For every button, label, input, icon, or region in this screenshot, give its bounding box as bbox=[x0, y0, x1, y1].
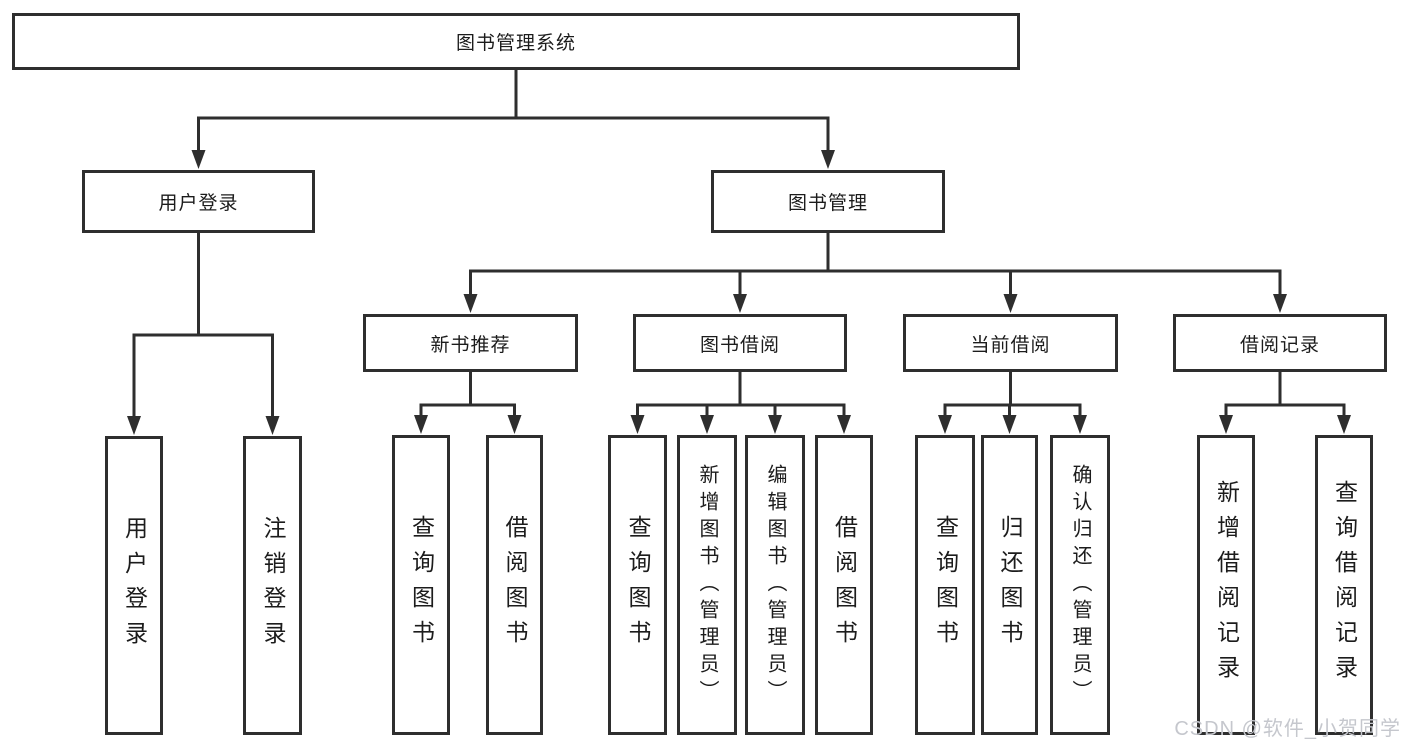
node-label-current-borrow: 当前借阅 bbox=[970, 334, 1051, 356]
node-borrow-book-borrow: 借阅图书 bbox=[815, 435, 873, 735]
node-new-book-rec: 新书推荐 bbox=[363, 314, 578, 372]
node-add-book-admin: 新增图书（管理员） bbox=[677, 435, 737, 735]
node-book-mgmt: 图书管理 bbox=[711, 170, 945, 233]
node-label-add-book-admin: 新增图书（管理员） bbox=[696, 463, 718, 707]
node-label-query-borrow-record: 查询借阅记录 bbox=[1331, 480, 1358, 690]
arrowhead bbox=[1219, 415, 1233, 434]
node-login: 用户登录 bbox=[105, 436, 163, 735]
arrowhead bbox=[1337, 415, 1351, 434]
node-confirm-return-admin: 确认归还（管理员） bbox=[1050, 435, 1110, 735]
node-user-login: 用户登录 bbox=[82, 170, 315, 233]
node-label-borrow-book-borrow: 借阅图书 bbox=[831, 515, 858, 655]
node-logout: 注销登录 bbox=[243, 436, 302, 735]
arrowhead bbox=[191, 150, 206, 169]
arrowhead bbox=[768, 415, 782, 434]
arrowhead bbox=[265, 416, 280, 435]
arrowhead bbox=[733, 294, 747, 313]
node-label-return-book: 归还图书 bbox=[997, 515, 1023, 655]
arrowhead bbox=[1073, 415, 1087, 434]
node-query-book-rec: 查询图书 bbox=[392, 435, 450, 735]
arrowhead bbox=[127, 416, 141, 435]
node-query-book-borrow: 查询图书 bbox=[608, 435, 667, 735]
arrowhead bbox=[414, 415, 428, 434]
node-label-new-book-rec: 新书推荐 bbox=[430, 334, 511, 356]
node-label-root: 图书管理系统 bbox=[455, 33, 576, 54]
node-borrow-book-rec: 借阅图书 bbox=[486, 435, 543, 735]
node-label-logout: 注销登录 bbox=[260, 515, 286, 656]
arrowhead bbox=[700, 415, 714, 434]
node-label-book-mgmt: 图书管理 bbox=[787, 193, 868, 214]
arrowhead bbox=[821, 150, 835, 169]
node-label-login: 用户登录 bbox=[121, 515, 148, 656]
node-label-query-book-borrow: 查询图书 bbox=[625, 515, 651, 655]
arrowhead bbox=[1002, 415, 1017, 434]
node-add-borrow-record: 新增借阅记录 bbox=[1197, 435, 1255, 735]
arrowhead bbox=[938, 415, 952, 434]
node-label-borrow-records: 借阅记录 bbox=[1239, 334, 1320, 356]
node-label-borrow-book-rec: 借阅图书 bbox=[502, 515, 528, 655]
arrowhead bbox=[507, 415, 522, 434]
node-current-borrow: 当前借阅 bbox=[903, 314, 1118, 372]
node-label-query-book-rec: 查询图书 bbox=[408, 515, 435, 655]
arrowhead bbox=[630, 415, 645, 434]
node-label-confirm-return-admin: 确认归还（管理员） bbox=[1069, 463, 1091, 707]
node-label-add-borrow-record: 新增借阅记录 bbox=[1213, 480, 1240, 690]
arrowhead bbox=[1273, 294, 1287, 313]
node-query-borrow-record: 查询借阅记录 bbox=[1315, 435, 1373, 735]
node-label-book-borrow: 图书借阅 bbox=[699, 334, 780, 356]
node-root: 图书管理系统 bbox=[12, 13, 1020, 70]
arrowhead bbox=[463, 294, 478, 313]
node-return-book: 归还图书 bbox=[981, 435, 1038, 735]
node-label-query-book-current: 查询图书 bbox=[932, 515, 959, 655]
arrowhead bbox=[837, 415, 851, 434]
node-label-user-login: 用户登录 bbox=[158, 193, 239, 214]
node-query-book-current: 查询图书 bbox=[915, 435, 975, 735]
node-edit-book-admin: 编辑图书（管理员） bbox=[745, 435, 805, 735]
node-label-edit-book-admin: 编辑图书（管理员） bbox=[764, 463, 786, 707]
node-borrow-records: 借阅记录 bbox=[1173, 314, 1387, 372]
watermark: CSDN @软件_小贺同学 bbox=[1174, 718, 1401, 740]
arrowhead bbox=[1003, 294, 1018, 313]
node-book-borrow: 图书借阅 bbox=[633, 314, 847, 372]
